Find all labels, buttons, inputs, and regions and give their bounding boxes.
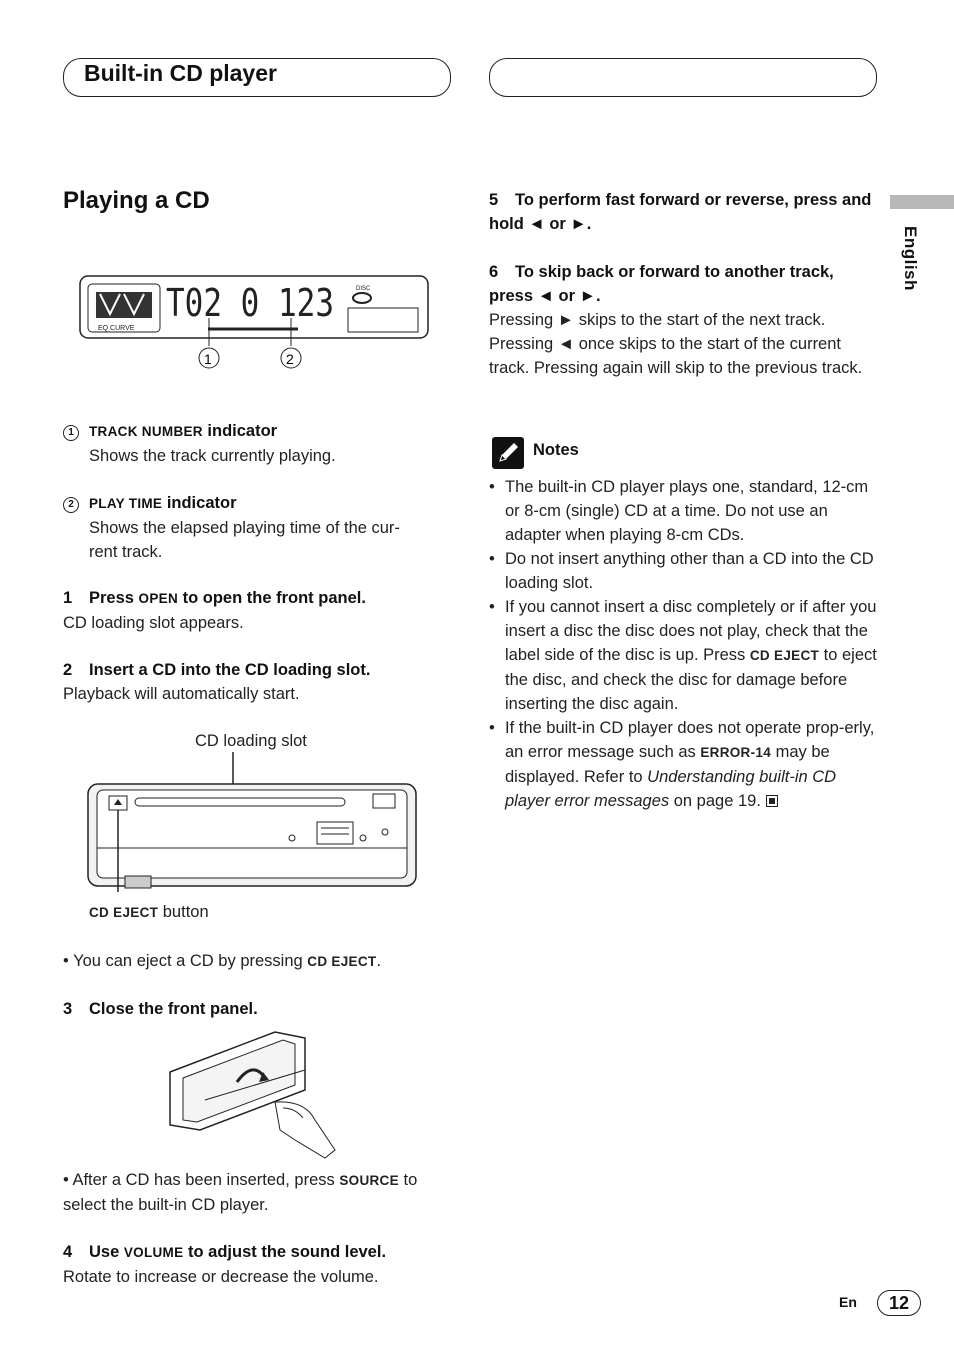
header-right-pill <box>489 58 877 97</box>
disc-label: DISC <box>356 286 371 292</box>
note-item: If the built-in CD player does not opera… <box>489 716 879 813</box>
indicator-1-desc: Shows the track currently playing. <box>89 447 336 465</box>
eject-bullet: • You can eject a CD by pressing CD EJEC… <box>63 952 382 970</box>
cd-slot-illustration <box>87 752 417 892</box>
step-1-desc: CD loading slot appears. <box>63 614 244 632</box>
lcd-display-illustration: EQ CURVE T02 0 123 DISC 1 2 <box>79 275 429 369</box>
page-number-pill: 12 <box>877 1290 921 1316</box>
cd-loading-slot-label: CD loading slot <box>195 732 307 750</box>
language-tab-label: English <box>901 226 920 291</box>
step-2-desc: Playback will automatically start. <box>63 685 300 703</box>
section-title: Playing a CD <box>63 187 210 214</box>
cd-eject-button-label: CD EJECT button <box>89 903 209 921</box>
notes-title: Notes <box>533 441 579 459</box>
footer-lang: En <box>839 1294 857 1310</box>
notes-icon <box>492 437 524 469</box>
callout-2: 2 <box>286 351 294 367</box>
eq-curve-label: EQ CURVE <box>98 325 135 332</box>
front-panel-illustration <box>169 1031 336 1159</box>
lcd-digits: T02 0 123 <box>166 281 334 325</box>
page-heading: Built-in CD player <box>84 60 277 86</box>
notes-list: The built-in CD player plays one, standa… <box>489 475 879 813</box>
note-item: If you cannot insert a disc completely o… <box>489 595 879 716</box>
language-tab-bar <box>890 195 954 209</box>
note-item: Do not insert anything other than a CD i… <box>489 547 879 595</box>
step-6-desc: Pressing ► skips to the start of the nex… <box>489 311 863 377</box>
step-4-desc: Rotate to increase or decrease the volum… <box>63 1268 379 1286</box>
callout-1: 1 <box>204 351 212 367</box>
end-mark-icon <box>765 795 778 807</box>
indicator-2-desc: Shows the elapsed playing time of the cu… <box>89 519 400 561</box>
note-item: The built-in CD player plays one, standa… <box>489 475 879 547</box>
source-bullet: • After a CD has been inserted, press SO… <box>63 1171 418 1214</box>
page-number: 12 <box>888 1293 910 1313</box>
header-left-pill <box>63 58 451 97</box>
